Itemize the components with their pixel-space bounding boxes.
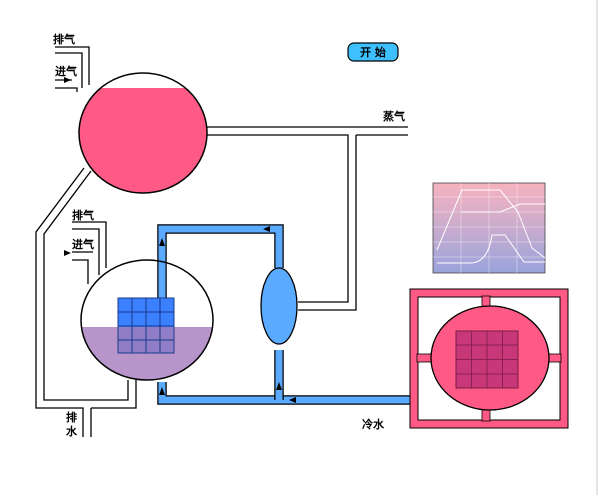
label-top-intake: 进气 xyxy=(55,64,77,78)
label-mid-exhaust: 排气 xyxy=(72,208,94,222)
start-button[interactable]: 开 始 xyxy=(347,42,399,62)
arrow-up-icon xyxy=(276,382,282,390)
middle-vessel xyxy=(80,259,214,381)
right-vessel-grid xyxy=(455,330,519,389)
mid-intake-pipe-inner xyxy=(72,259,89,284)
black-pipes xyxy=(35,46,408,437)
chart-curve-3 xyxy=(462,203,545,213)
chart-curve-2 xyxy=(437,234,545,264)
top-tank-liquid xyxy=(79,88,207,193)
chart-panel xyxy=(432,182,546,274)
top-exhaust-pipe-inner xyxy=(55,52,83,88)
start-button-bg[interactable] xyxy=(347,42,399,62)
mid-exhaust-pipe-outer xyxy=(72,221,107,268)
process-chart xyxy=(432,182,546,274)
chart-curve-1 xyxy=(436,189,546,259)
blue-return-pipe xyxy=(158,382,412,404)
arrow-left-icon xyxy=(289,397,296,403)
arrow-up-icon xyxy=(159,387,165,395)
arrow-up-icon xyxy=(159,238,165,246)
label-cold-water: 冷水 xyxy=(362,417,385,431)
label-steam: 蒸气 xyxy=(383,109,405,123)
label-drain-1: 排 xyxy=(66,410,77,424)
left-drain-pipe-inner xyxy=(43,170,129,401)
start-button-label[interactable]: 开 始 xyxy=(360,45,386,59)
steam-pipe-outer xyxy=(298,135,357,311)
blue-pipes xyxy=(157,224,412,405)
blue-loop-pipe xyxy=(158,225,283,300)
right-edge-divider xyxy=(596,0,598,495)
label-top-exhaust: 排气 xyxy=(53,32,75,46)
label-mid-intake: 进气 xyxy=(72,237,94,251)
top-tank xyxy=(78,72,208,194)
steam-pipe-inner xyxy=(205,134,349,303)
top-tank-shell xyxy=(78,72,208,194)
arrow-left-icon xyxy=(263,226,270,232)
sterilizer-frame xyxy=(409,288,569,429)
middle-vessel-shell xyxy=(80,259,214,381)
top-exhaust-pipe-outer xyxy=(55,46,90,85)
heat-exchanger xyxy=(260,267,298,345)
left-drain-pipe-outer xyxy=(35,167,85,437)
top-intake-pipe-inner xyxy=(55,87,78,92)
bottom-drain-connector xyxy=(91,380,137,409)
arrow-right-icon xyxy=(64,250,71,256)
product-grid xyxy=(117,297,175,354)
arrow-right-icon xyxy=(64,77,71,83)
label-drain-2: 水 xyxy=(66,424,78,438)
blue-loop-border xyxy=(157,224,284,300)
mid-exhaust-pipe-inner xyxy=(72,228,100,275)
